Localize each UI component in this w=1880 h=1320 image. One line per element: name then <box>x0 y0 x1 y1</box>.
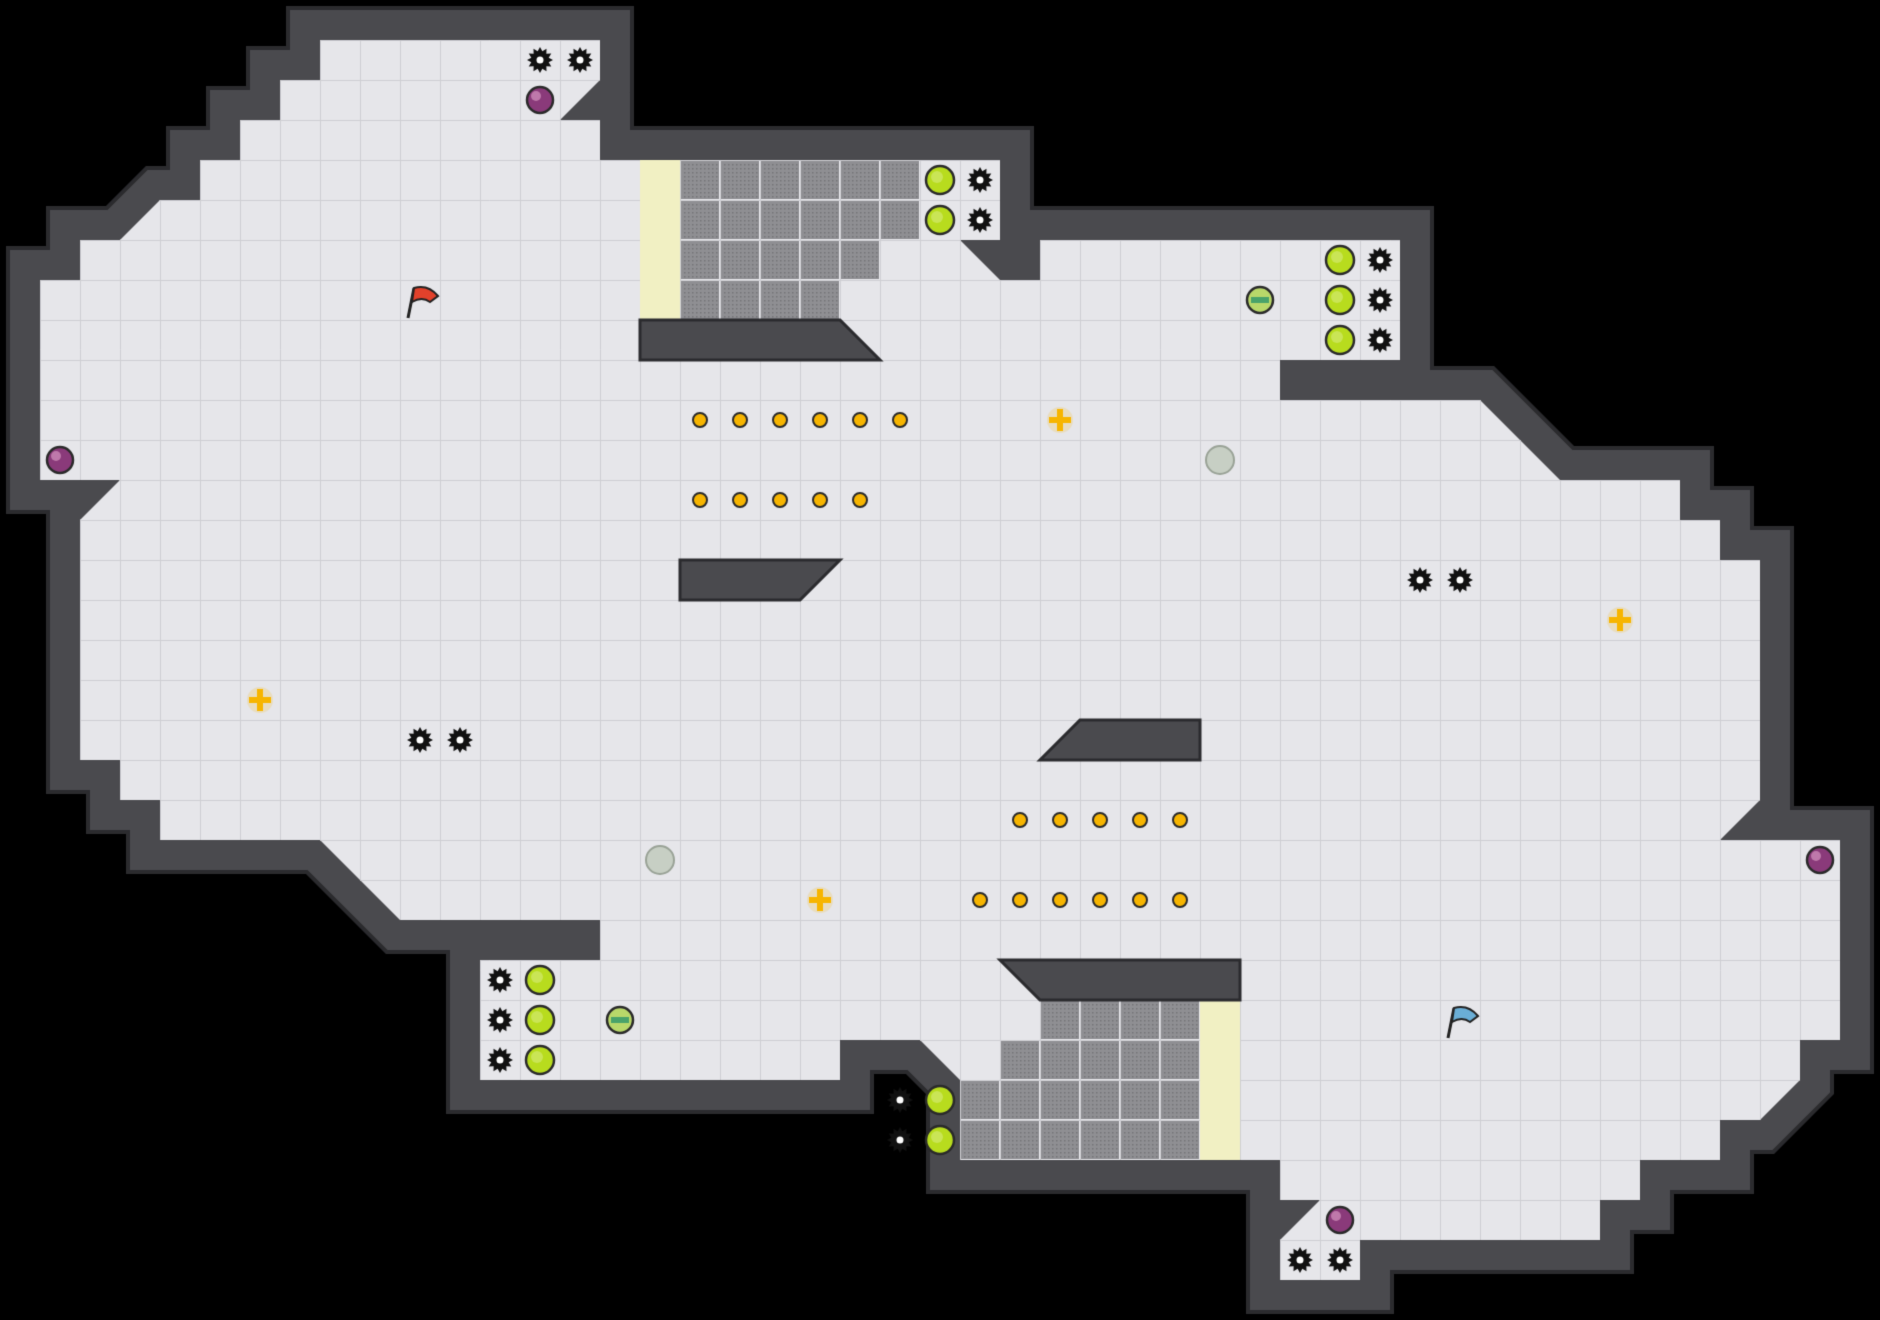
spike-mine-icon <box>880 1120 920 1160</box>
bounce-pad-icon <box>520 960 560 1000</box>
spike-mine-icon <box>1400 560 1440 600</box>
coin-icon <box>760 480 800 520</box>
orb-icon <box>640 840 680 880</box>
bounce-pad-icon <box>520 1040 560 1080</box>
coin-icon <box>720 400 760 440</box>
coin-icon <box>1000 880 1040 920</box>
red-flag-icon <box>400 280 440 320</box>
health-cross-icon <box>1600 600 1640 640</box>
coin-icon <box>840 400 880 440</box>
spike-mine-icon <box>520 40 560 80</box>
gem-icon <box>520 80 560 120</box>
coin-icon <box>1120 880 1160 920</box>
coin-icon <box>880 400 920 440</box>
bounce-pad-icon <box>920 200 960 240</box>
bounce-pad-icon <box>1320 280 1360 320</box>
spike-mine-icon <box>1440 560 1480 600</box>
spike-mine-icon <box>480 960 520 1000</box>
coin-icon <box>680 480 720 520</box>
spike-mine-icon <box>1360 320 1400 360</box>
coin-icon <box>960 880 1000 920</box>
spike-mine-icon <box>960 200 1000 240</box>
spike-mine-icon <box>480 1000 520 1040</box>
bounce-pad-icon <box>920 160 960 200</box>
bounce-pad-icon <box>920 1080 960 1120</box>
coin-icon <box>1120 800 1160 840</box>
spike-mine-icon <box>1360 240 1400 280</box>
coin-icon <box>800 400 840 440</box>
spike-mine-icon <box>480 1040 520 1080</box>
spike-mine-icon <box>560 40 600 80</box>
coin-icon <box>1040 800 1080 840</box>
gem-icon <box>1800 840 1840 880</box>
spike-mine-icon <box>1360 280 1400 320</box>
health-cross-icon <box>240 680 280 720</box>
spike-mine-icon <box>960 160 1000 200</box>
gem-icon <box>40 440 80 480</box>
gem-icon <box>1320 1200 1360 1240</box>
bounce-pad-icon <box>920 1120 960 1160</box>
orb-icon <box>1200 440 1240 480</box>
spike-mine-icon <box>1320 1240 1360 1280</box>
coin-icon <box>1000 800 1040 840</box>
coin-icon <box>680 400 720 440</box>
bounce-pad-icon <box>1320 240 1360 280</box>
coin-icon <box>760 400 800 440</box>
bounce-pad-icon <box>1320 320 1360 360</box>
coin-icon <box>1160 880 1200 920</box>
coin-icon <box>1160 800 1200 840</box>
spike-mine-icon <box>1280 1240 1320 1280</box>
spike-mine-icon <box>880 1080 920 1120</box>
coin-icon <box>1080 880 1120 920</box>
coin-icon <box>800 480 840 520</box>
coin-icon <box>840 480 880 520</box>
health-cross-icon <box>1040 400 1080 440</box>
bounce-pad-icon <box>520 1000 560 1040</box>
coin-icon <box>1040 880 1080 920</box>
health-cross-icon <box>800 880 840 920</box>
coin-icon <box>1080 800 1120 840</box>
powerup-pill-icon <box>600 1000 640 1040</box>
spike-mine-icon <box>440 720 480 760</box>
powerup-pill-icon <box>1240 280 1280 320</box>
coin-icon <box>720 480 760 520</box>
spike-mine-icon <box>400 720 440 760</box>
blue-flag-icon <box>1440 1000 1480 1040</box>
